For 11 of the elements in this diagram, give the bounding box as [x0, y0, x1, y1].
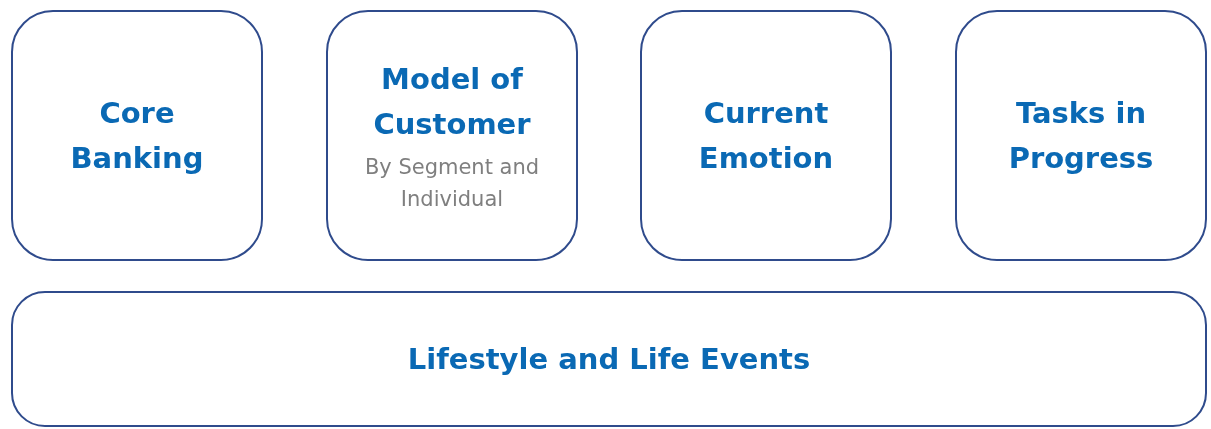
rounded-box — [326, 10, 578, 261]
rounded-box — [11, 10, 263, 261]
box-heading: Core Banking — [69, 94, 205, 177]
rounded-box — [640, 10, 892, 261]
rounded-box — [11, 291, 1207, 427]
box-heading: Lifestyle and Life Events — [407, 340, 811, 378]
rounded-box — [955, 10, 1207, 261]
box-subtext: By Segment and Individual — [363, 153, 541, 213]
box-heading: Model of Customer — [372, 60, 532, 143]
box-heading: Current Emotion — [697, 94, 835, 177]
box-heading: Tasks in Progress — [1007, 94, 1155, 177]
